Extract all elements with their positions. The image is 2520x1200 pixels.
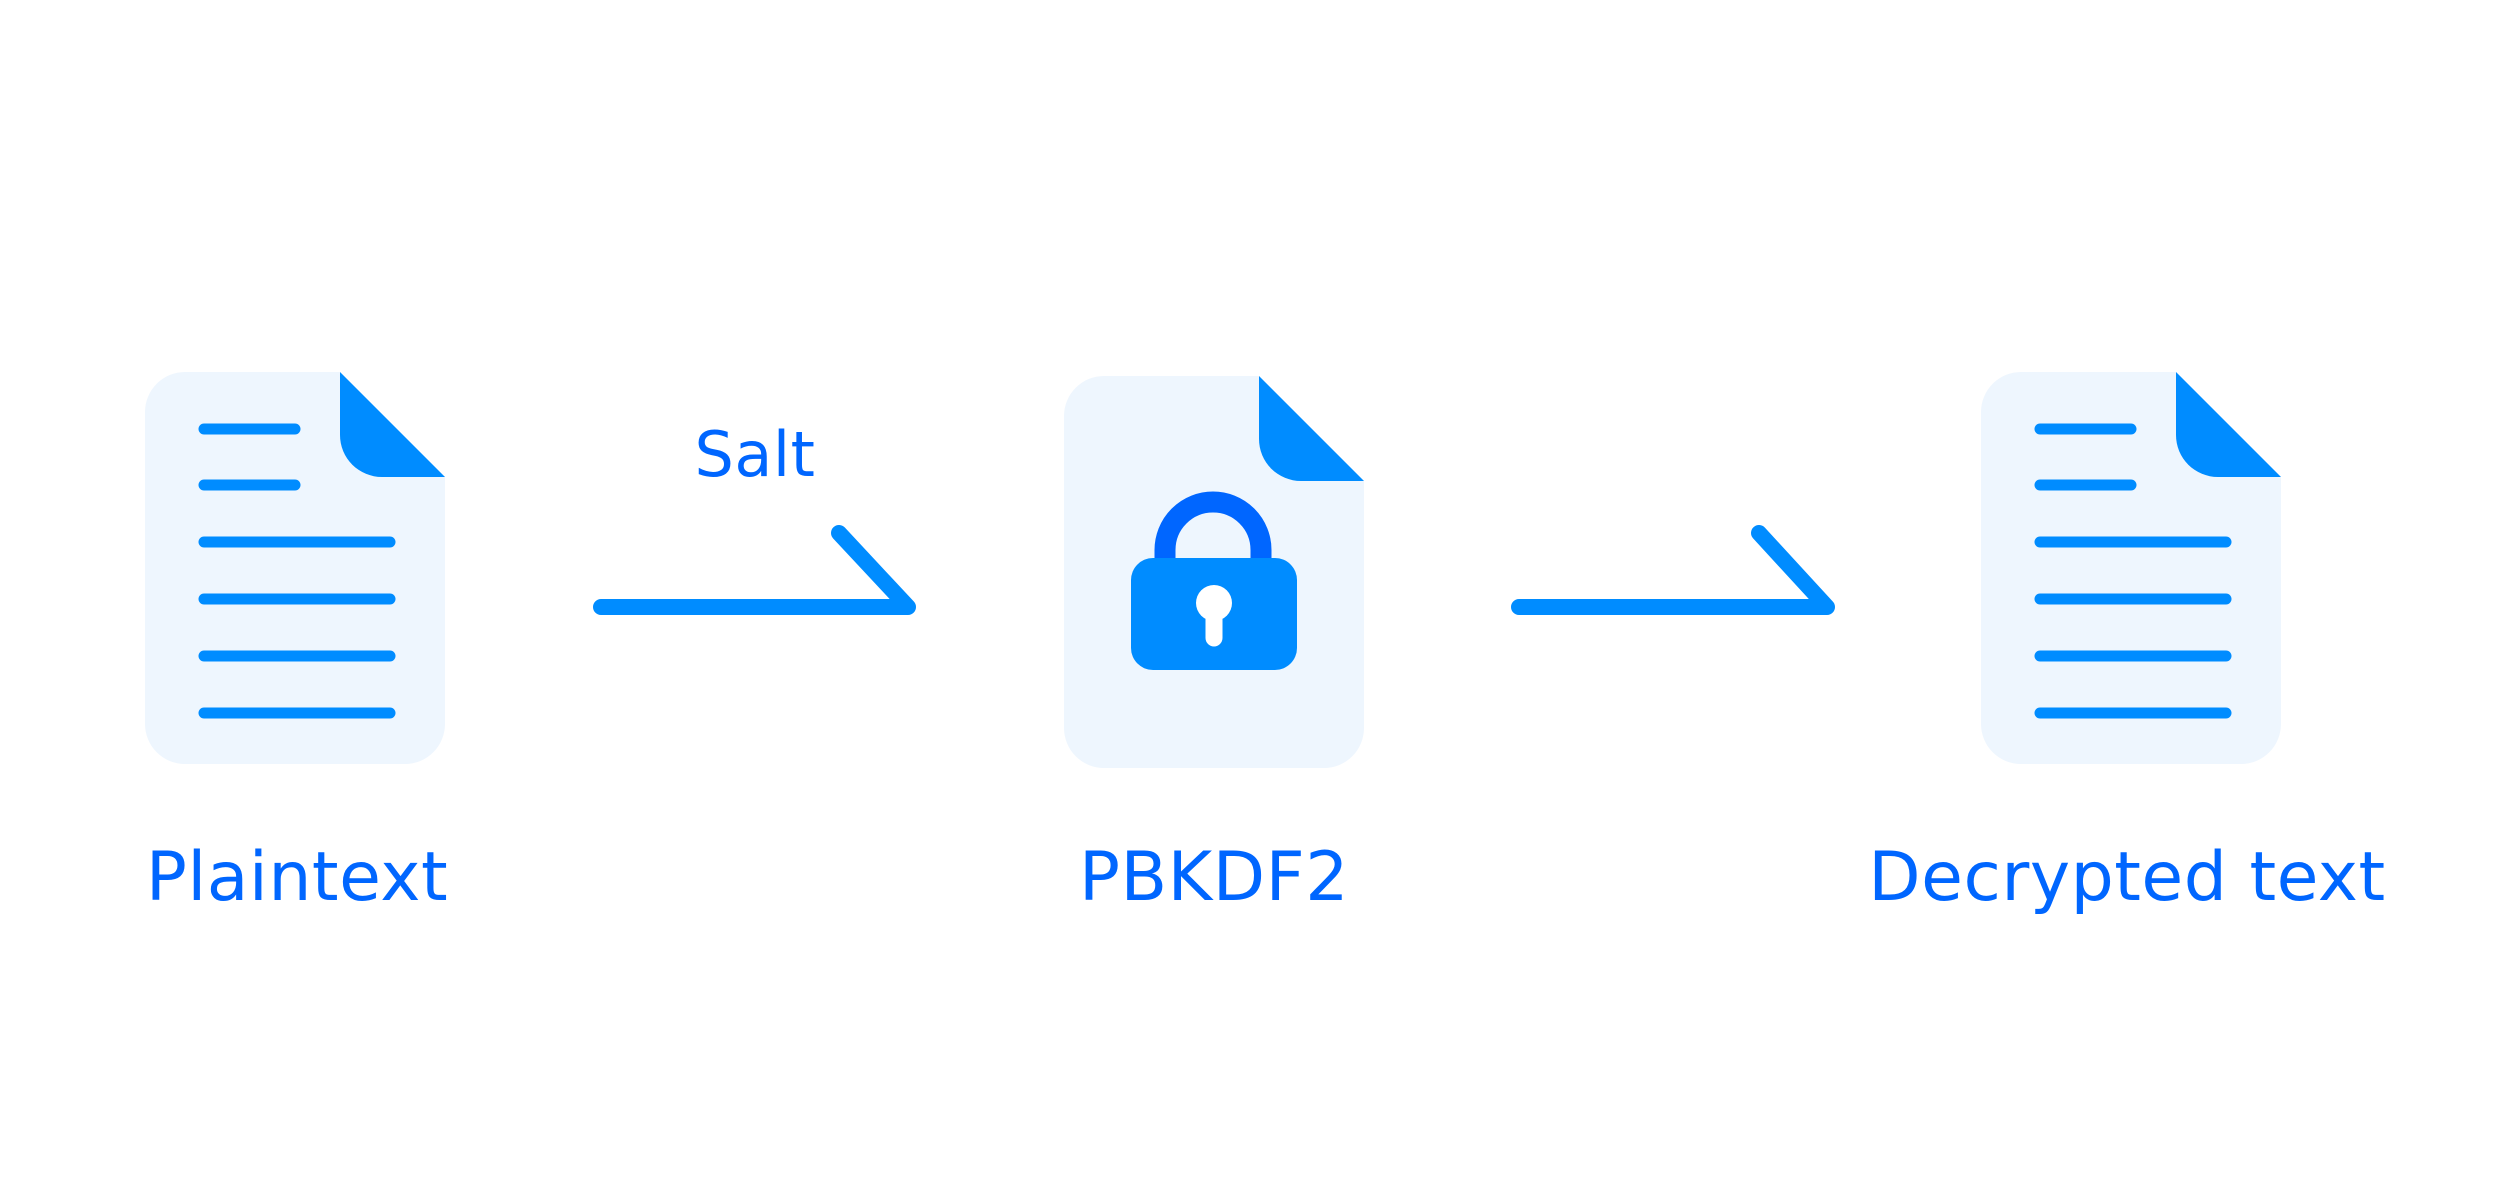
arrow-right-icon <box>593 525 916 615</box>
decrypted-document-icon <box>1981 372 2281 764</box>
edge-label-salt: Salt <box>694 418 816 491</box>
lock-shackle <box>1154 491 1272 560</box>
node-label-decrypted: Decrypted text <box>1868 838 2386 917</box>
document-fold <box>1259 376 1364 481</box>
node-label-pbkdf2: PBKDF2 <box>1079 838 1349 917</box>
pbkdf2-document-icon <box>1064 376 1364 768</box>
document-fold <box>340 372 445 477</box>
plaintext-document-icon <box>145 372 445 764</box>
arrow-right-icon <box>1511 525 1835 615</box>
lock-icon <box>1131 491 1297 670</box>
document-fold <box>2176 372 2281 477</box>
text-lines <box>198 423 396 719</box>
node-label-plaintext: Plaintext <box>145 838 449 917</box>
text-lines <box>2034 423 2232 719</box>
